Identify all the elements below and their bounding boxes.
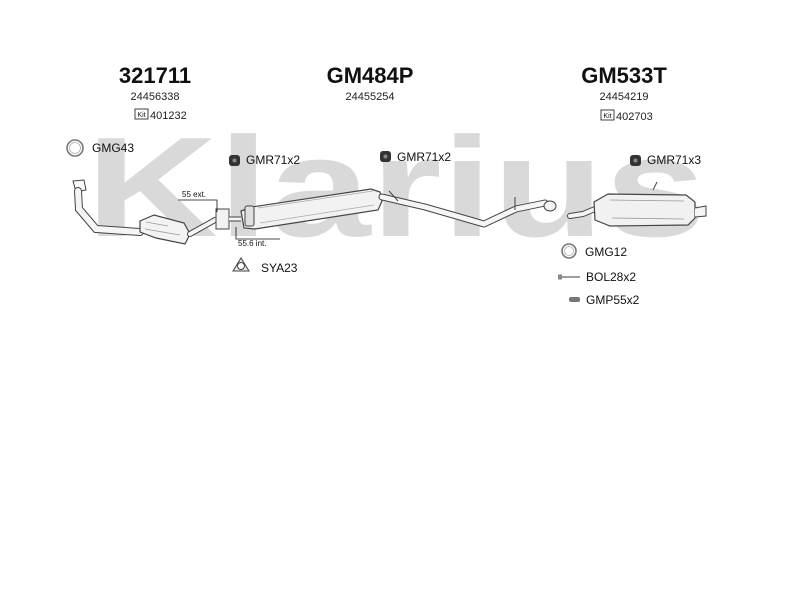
klarius-watermark-logo: Klarius xyxy=(86,108,706,267)
section-3-kit-number: 402703 xyxy=(616,111,653,123)
rubber-mount-icon xyxy=(229,155,240,166)
rubber-mount-2-label: GMR71x2 xyxy=(397,150,451,164)
bolt-label: BOL28x2 xyxy=(586,270,636,284)
front-pipe-catalytic-converter xyxy=(72,179,241,245)
clamp-label: SYA23 xyxy=(261,261,298,275)
gasket-ring-icon xyxy=(561,243,577,259)
clamp-icon xyxy=(232,257,250,272)
rubber-mount-icon xyxy=(630,155,641,166)
rubber-mount-icon xyxy=(380,151,391,162)
section-3-kit-badge: Kit xyxy=(600,109,615,121)
gasket-ring-icon xyxy=(66,139,84,157)
internal-dimension-label: 55.6 int. xyxy=(238,239,266,248)
section-3-kit-badge-text: Kit xyxy=(603,113,611,120)
section-1-oe-number: 24456338 xyxy=(131,91,180,103)
external-dimension-marker: 55 ext. xyxy=(178,190,218,212)
spring-clip-icon xyxy=(569,297,580,302)
section-1-kit-badge: Kit xyxy=(134,108,149,120)
rubber-mount-3-label: GMR71x3 xyxy=(647,153,701,167)
bolt-icon xyxy=(558,274,580,280)
section-3-oe-number: 24454219 xyxy=(600,91,649,103)
gasket-rear-label: GMG12 xyxy=(585,245,627,259)
section-2-oe-number: 24455254 xyxy=(346,91,395,103)
spring-label: GMP55x2 xyxy=(586,293,640,307)
section-1-kit-number: 401232 xyxy=(150,110,187,122)
external-dimension-label: 55 ext. xyxy=(182,190,206,199)
watermark-brand-text: Klarius xyxy=(86,108,706,267)
gasket-front-label: GMG43 xyxy=(92,141,134,155)
internal-dimension-marker: 55.6 int. xyxy=(235,227,280,248)
section-1-kit-badge-text: Kit xyxy=(137,112,145,119)
section-1-part-number: 321711 xyxy=(119,63,191,88)
rubber-mount-1-label: GMR71x2 xyxy=(246,153,300,167)
rear-silencer xyxy=(567,181,707,227)
section-2-part-number: GM484P xyxy=(327,63,414,88)
center-silencer xyxy=(240,188,557,230)
section-3-part-number: GM533T xyxy=(581,63,667,88)
